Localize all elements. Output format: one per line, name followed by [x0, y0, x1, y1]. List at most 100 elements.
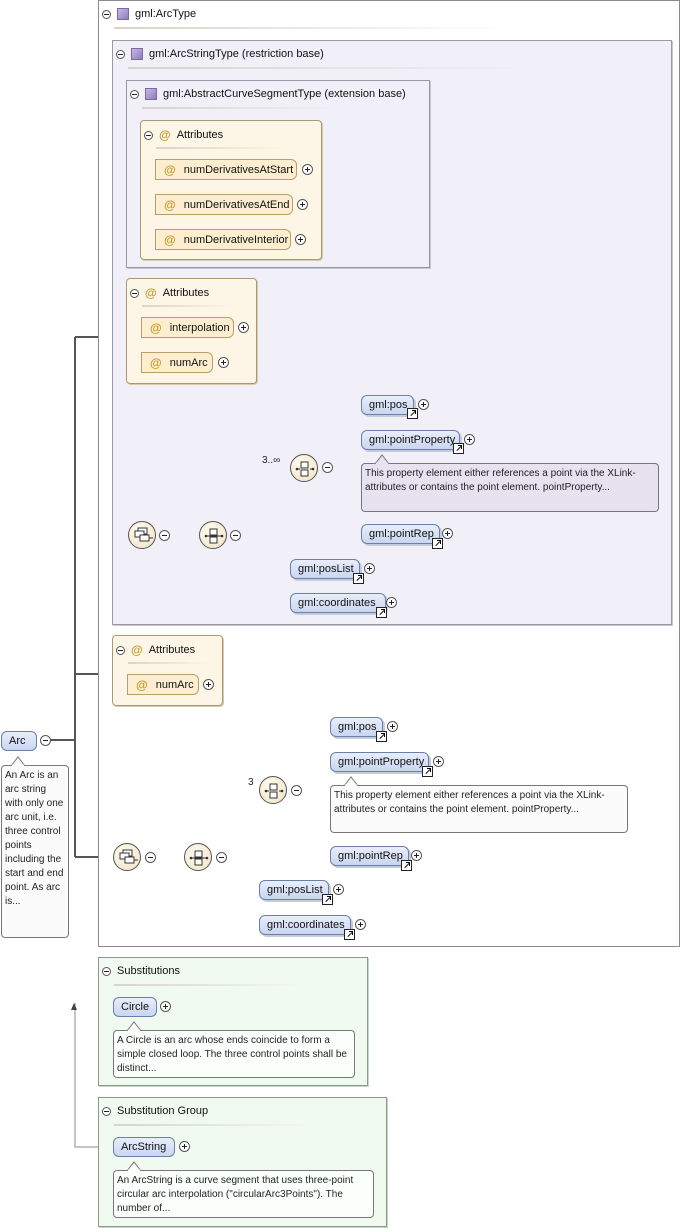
attribute-numDerivativesAtStart[interactable]: @ numDerivativesAtStart: [155, 159, 297, 180]
reference-link-icon: [376, 731, 387, 742]
expand-icon[interactable]: [418, 399, 429, 410]
element-posList[interactable]: gml:posList: [259, 880, 329, 900]
extension-box-header: gml:AbstractCurveSegmentType (extension …: [130, 88, 406, 100]
type-box-title: gml:ArcType: [135, 8, 197, 20]
choice-icon[interactable]: [259, 776, 287, 804]
complex-type-icon: [117, 8, 129, 20]
expand-icon[interactable]: [386, 597, 397, 608]
substitution-group-title: Substitution Group: [117, 1105, 209, 1117]
sequence-compositor-icon[interactable]: [128, 521, 156, 549]
root-collapse-toggle[interactable]: [40, 735, 51, 746]
root-element-arc[interactable]: Arc: [1, 731, 37, 751]
sequence-icon[interactable]: [199, 521, 227, 549]
sequence-compositor-icon[interactable]: [113, 843, 141, 871]
complex-type-icon: [145, 88, 157, 100]
root-description: An Arc is an arc string with only one ar…: [1, 765, 69, 938]
reference-link-icon: [407, 408, 418, 419]
type-attributes-title: Attributes: [148, 644, 196, 656]
attribute-numArc[interactable]: @ numArc: [141, 352, 213, 373]
restriction-attributes-header: @ Attributes: [130, 286, 209, 300]
sequence-icon[interactable]: [184, 843, 212, 871]
attribute-numArc[interactable]: @ numArc: [127, 674, 199, 695]
circle-note: A Circle is an arc whose ends coincide t…: [113, 1030, 355, 1078]
expand-icon[interactable]: [355, 919, 366, 930]
substitution-group-header: Substitution Group: [102, 1105, 208, 1117]
attribute-icon: @: [136, 677, 148, 692]
restriction-attributes-title: Attributes: [162, 287, 210, 299]
collapse-icon[interactable]: [145, 852, 156, 863]
element-posList[interactable]: gml:posList: [290, 559, 360, 579]
reference-link-icon: [344, 929, 355, 940]
expand-icon[interactable]: [364, 563, 375, 574]
attribute-icon: @: [164, 162, 176, 177]
expand-icon[interactable]: [238, 322, 249, 333]
attribute-icon: @: [131, 643, 143, 657]
extension-attributes-underline: [156, 147, 286, 149]
element-pos[interactable]: gml:pos: [361, 395, 414, 415]
reference-link-icon: [422, 766, 433, 777]
expand-icon[interactable]: [218, 357, 229, 368]
collapse-icon[interactable]: [291, 785, 302, 796]
attribute-icon: @: [145, 286, 157, 300]
attributes-collapse-toggle[interactable]: [144, 130, 153, 140]
extension-attributes-header: @ Attributes: [144, 128, 223, 142]
element-arcstring[interactable]: ArcString: [113, 1137, 175, 1157]
restriction-box-title: gml:ArcStringType (restriction base): [149, 48, 324, 60]
element-circle[interactable]: Circle: [113, 997, 157, 1017]
expand-icon[interactable]: [442, 528, 453, 539]
expand-icon[interactable]: [179, 1141, 190, 1152]
expand-icon[interactable]: [411, 850, 422, 861]
reference-link-icon: [376, 607, 387, 618]
substitutions-title: Substitutions: [117, 965, 180, 977]
extension-attributes-title: Attributes: [176, 129, 224, 141]
expand-icon[interactable]: [295, 234, 306, 245]
element-pointProperty[interactable]: gml:pointProperty: [361, 430, 460, 450]
expand-icon[interactable]: [333, 884, 344, 895]
pointProperty-note: This property element either references …: [330, 785, 628, 833]
expand-icon[interactable]: [160, 1001, 171, 1012]
substitutions-underline: [114, 984, 304, 986]
attribute-numDerivativesAtEnd[interactable]: @ numDerivativesAtEnd: [155, 194, 293, 215]
element-coordinates[interactable]: gml:coordinates: [290, 593, 386, 613]
attribute-numDerivativeInterior[interactable]: @ numDerivativeInterior: [155, 229, 291, 250]
substitution-group-underline: [114, 1124, 314, 1126]
attribute-icon: @: [150, 355, 162, 370]
element-coordinates[interactable]: gml:coordinates: [259, 915, 351, 935]
type-attributes-header: @ Attributes: [116, 643, 195, 657]
type-box-underline: [114, 27, 514, 29]
expand-icon[interactable]: [464, 434, 475, 445]
attribute-icon: @: [164, 197, 176, 212]
type-collapse-toggle[interactable]: [102, 9, 111, 19]
attributes-collapse-toggle[interactable]: [116, 645, 125, 655]
element-pointRep[interactable]: gml:pointRep: [361, 524, 440, 544]
expand-icon[interactable]: [297, 199, 308, 210]
restriction-box-header: gml:ArcStringType (restriction base): [116, 48, 324, 60]
reference-link-icon: [353, 573, 364, 584]
complex-type-icon: [131, 48, 143, 60]
collapse-icon[interactable]: [230, 530, 241, 541]
element-pos[interactable]: gml:pos: [330, 717, 383, 737]
expand-icon[interactable]: [203, 679, 214, 690]
expand-icon[interactable]: [387, 721, 398, 732]
extension-box-title: gml:AbstractCurveSegmentType (extension …: [163, 88, 406, 100]
restriction-underline: [128, 67, 538, 69]
attributes-collapse-toggle[interactable]: [130, 288, 139, 298]
element-pointRep[interactable]: gml:pointRep: [330, 846, 409, 866]
attribute-icon: @: [150, 320, 162, 335]
attribute-interpolation[interactable]: @ interpolation: [141, 317, 234, 338]
substitutions-collapse-toggle[interactable]: [102, 966, 111, 976]
reference-link-icon: [322, 894, 333, 905]
substitution-group-collapse-toggle[interactable]: [102, 1106, 111, 1116]
extension-collapse-toggle[interactable]: [130, 89, 139, 99]
collapse-icon[interactable]: [216, 852, 227, 863]
arcstring-note: An ArcString is a curve segment that use…: [113, 1170, 374, 1218]
type-attributes-underline: [128, 662, 208, 664]
restriction-collapse-toggle[interactable]: [116, 49, 125, 59]
reference-link-icon: [401, 860, 412, 871]
choice-icon[interactable]: [290, 454, 318, 482]
collapse-icon[interactable]: [322, 462, 333, 473]
collapse-icon[interactable]: [159, 530, 170, 541]
expand-icon[interactable]: [302, 164, 313, 175]
element-pointProperty[interactable]: gml:pointProperty: [330, 752, 429, 772]
expand-icon[interactable]: [433, 756, 444, 767]
